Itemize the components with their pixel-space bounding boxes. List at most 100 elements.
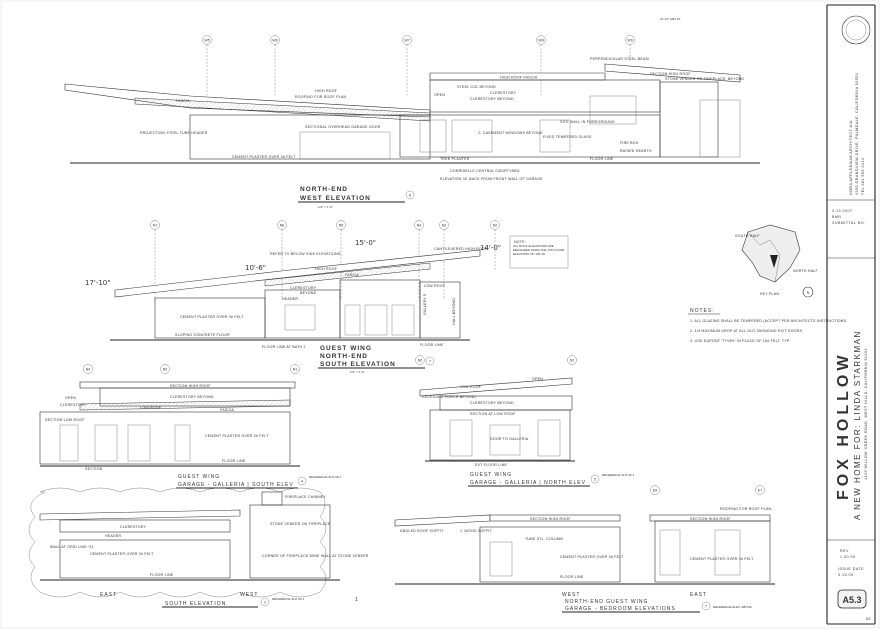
tb-rev-date: 1.30.09 <box>840 555 856 559</box>
gs-ref-text: REFERENCE SHT A5.1 <box>309 475 341 479</box>
raised-hearth-label: RAISED HEARTH <box>620 149 652 153</box>
br-ref-bubble: 7 <box>705 605 707 609</box>
cement-plaster-label: CEMENT PLASTER OVER 3# FELT <box>232 155 296 159</box>
south-beyond-label: BEYOND <box>300 291 317 295</box>
gallery-label: GALLERY 5 <box>423 294 427 315</box>
high-roof-fascia-label: HIGH ROOF FASCIA <box>500 76 538 80</box>
floor-line-label: FLOOR LINE <box>590 157 614 161</box>
clerestory-beyond-label: CLERESTORY BEYOND <box>470 97 514 101</box>
cantilevered-label: CANTILEVERED HIGH ROOF <box>434 247 488 251</box>
project-address: 4419 WILLOW CREEK ROAD, WEST HILLS, CALI… <box>864 348 868 480</box>
west-garage-wall <box>189 114 431 160</box>
grid-bubble-label: N4 <box>417 224 422 228</box>
grid-bubble-label: N7 <box>153 224 158 228</box>
sectional-door-label: SECTIONAL OVERHEAD GARAGE DOOR <box>305 125 381 129</box>
project-client: A NEW HOME FOR: LINDA STARKMAN <box>853 330 862 520</box>
south-cement-label: CEMENT PLASTER OVER 3# FELT <box>180 315 244 319</box>
galleria-south-elevation: N4 N2 N1 SECTION HIGH ROOF CLERESTORY BE… <box>39 364 341 489</box>
gs-open: OPEN <box>65 396 76 400</box>
es-chimney <box>261 491 283 506</box>
dim-c: 14'-0" <box>480 244 501 252</box>
gn-section-low: SECTION AT LOW ROOF <box>470 412 516 416</box>
es-wall-label: WALL AT GRID LINE 'S1' <box>50 545 95 549</box>
es-ref-text: REFERENCE SHT A5.1 <box>272 597 304 601</box>
es-title: SOUTH ELEVATION <box>165 601 226 607</box>
br-west: WEST <box>562 592 580 598</box>
gn-ref-text: REFERENCE SHT A5.1 <box>602 473 634 477</box>
south-floor-label-2: FLOOR LINE <box>420 343 444 347</box>
south-high-roof <box>114 249 481 298</box>
west-ref-bubble: 6 <box>409 194 411 198</box>
south-title-2: NORTH-END <box>320 353 368 360</box>
gs-low-roof: LOW ROOF <box>140 406 162 410</box>
open-label: OPEN <box>434 93 445 97</box>
br-floor: FLOOR LINE <box>560 575 584 579</box>
south-fascia <box>264 262 431 287</box>
east-south-elevation: 1 CLERESTORY HEADER CEMENT PLASTER OVER … <box>28 487 369 608</box>
br-title-1: NORTH-END GUEST WING <box>565 599 648 605</box>
south-glazing <box>339 279 421 339</box>
galleria-north-elevation: N2 N1 LOW ROOF OPEN CLERESTORY BEYOND SE… <box>415 355 634 487</box>
fascia-label: FASCIA <box>176 99 190 103</box>
gs-ref-bubble: 4 <box>301 480 303 484</box>
br-wall-west <box>479 526 621 583</box>
west-title-2: WEST ELEVATION <box>300 195 371 202</box>
sheet-number: A5.3 <box>842 595 861 605</box>
title-block: NORA APPLEBAUM ARCHITECT AIA 4355 GRANDV… <box>826 4 876 625</box>
gs-title-1: GUEST WING <box>178 474 220 480</box>
site-wall-label: SITE WALL IN FOREGROUND <box>560 120 615 124</box>
key-plan-marker <box>770 255 778 268</box>
projecting-steel-label: PROJECTING STEEL TUBE HEADER <box>140 131 208 135</box>
revision-cloud <box>28 487 327 598</box>
tb-issue-date: 3.15.09 <box>838 573 854 577</box>
gs-clerestory: CLERESTORY <box>60 403 87 407</box>
high-roof-label: HIGH ROOF <box>315 89 338 93</box>
es-cement: CEMENT PLASTER OVER 3# FELT <box>90 552 154 556</box>
es-header: HEADER <box>105 534 121 538</box>
general-notes: NOTES: 1. ALL GLAZING SHALL BE TEMPERED … <box>688 308 847 343</box>
dim-a: 10'-6" <box>245 264 266 272</box>
galleria-south-wall <box>39 411 291 465</box>
br-tube-col: TUBE STL. COLUMN <box>525 537 563 541</box>
north-arrow-letter: N <box>807 291 810 295</box>
south-grid-lines: N7 N6 N5 N4 N3 N2 <box>150 220 500 300</box>
tb-rev: REV <box>840 549 849 553</box>
south-title-3: SOUTH ELEVATION <box>320 361 396 368</box>
section-high-roof-label: SECTION HIGH ROOF <box>650 72 691 76</box>
page-number: 65 <box>866 617 871 621</box>
es-wall <box>59 539 231 579</box>
key-plan-shape <box>741 224 801 283</box>
north-arrow-icon <box>802 286 814 298</box>
garage-door <box>299 131 391 160</box>
tb-date: 3.19.2007 <box>832 209 853 213</box>
grid-bubble-label: N4 <box>86 368 91 372</box>
gs-clerestory-beyond: CLERESTORY BEYOND <box>170 395 214 399</box>
gn-title-1: GUEST WING <box>470 472 512 478</box>
revision-cloud-number: 1 <box>355 597 359 603</box>
es-east: EAST <box>100 592 117 598</box>
gn-open: OPEN <box>532 377 543 381</box>
south-title-1: GUEST WING <box>320 345 372 352</box>
steel-col-label: STEEL COL BEYOND <box>457 85 496 89</box>
grid-bubble-label: N1 <box>293 368 298 372</box>
grid-bubble-label: E8 <box>653 489 657 493</box>
grid-bubble-label: W7 <box>404 39 409 43</box>
west-scale: 1/4" = 1'-0" <box>318 205 333 209</box>
project-name: FOX HOLLOW <box>835 352 852 500</box>
br-wall-east <box>654 520 771 583</box>
fire-box-label: FIRE BOX <box>620 141 639 145</box>
stone-veneer-label: STONE VENEER ON FIREPLACE, BEYOND <box>665 77 744 81</box>
es-west: WEST <box>240 592 258 598</box>
grid-bubble-label: N6 <box>280 224 285 228</box>
architect-name: NORA APPLEBAUM ARCHITECT AIA <box>849 120 853 195</box>
gs-section: SECTION <box>85 467 103 471</box>
south-header-label: HEADER <box>282 297 298 301</box>
hall-label: HALL BEYOND <box>452 298 456 325</box>
grid-bubble-label: N5 <box>339 224 344 228</box>
casement-label: 2- CASEMENT WINDOWS BEYOND <box>478 131 543 135</box>
south-elevation: N7 N6 N5 N4 N3 N2 CANTILEVERED HIGH ROOF… <box>85 220 569 374</box>
grid-bubble-label: E7 <box>758 489 762 493</box>
grid-bubble-label: N2 <box>418 359 423 363</box>
grid-bubble-label: N2 <box>163 368 168 372</box>
br-wood-soffit: 1' WOOD SOFFIT <box>460 529 492 533</box>
